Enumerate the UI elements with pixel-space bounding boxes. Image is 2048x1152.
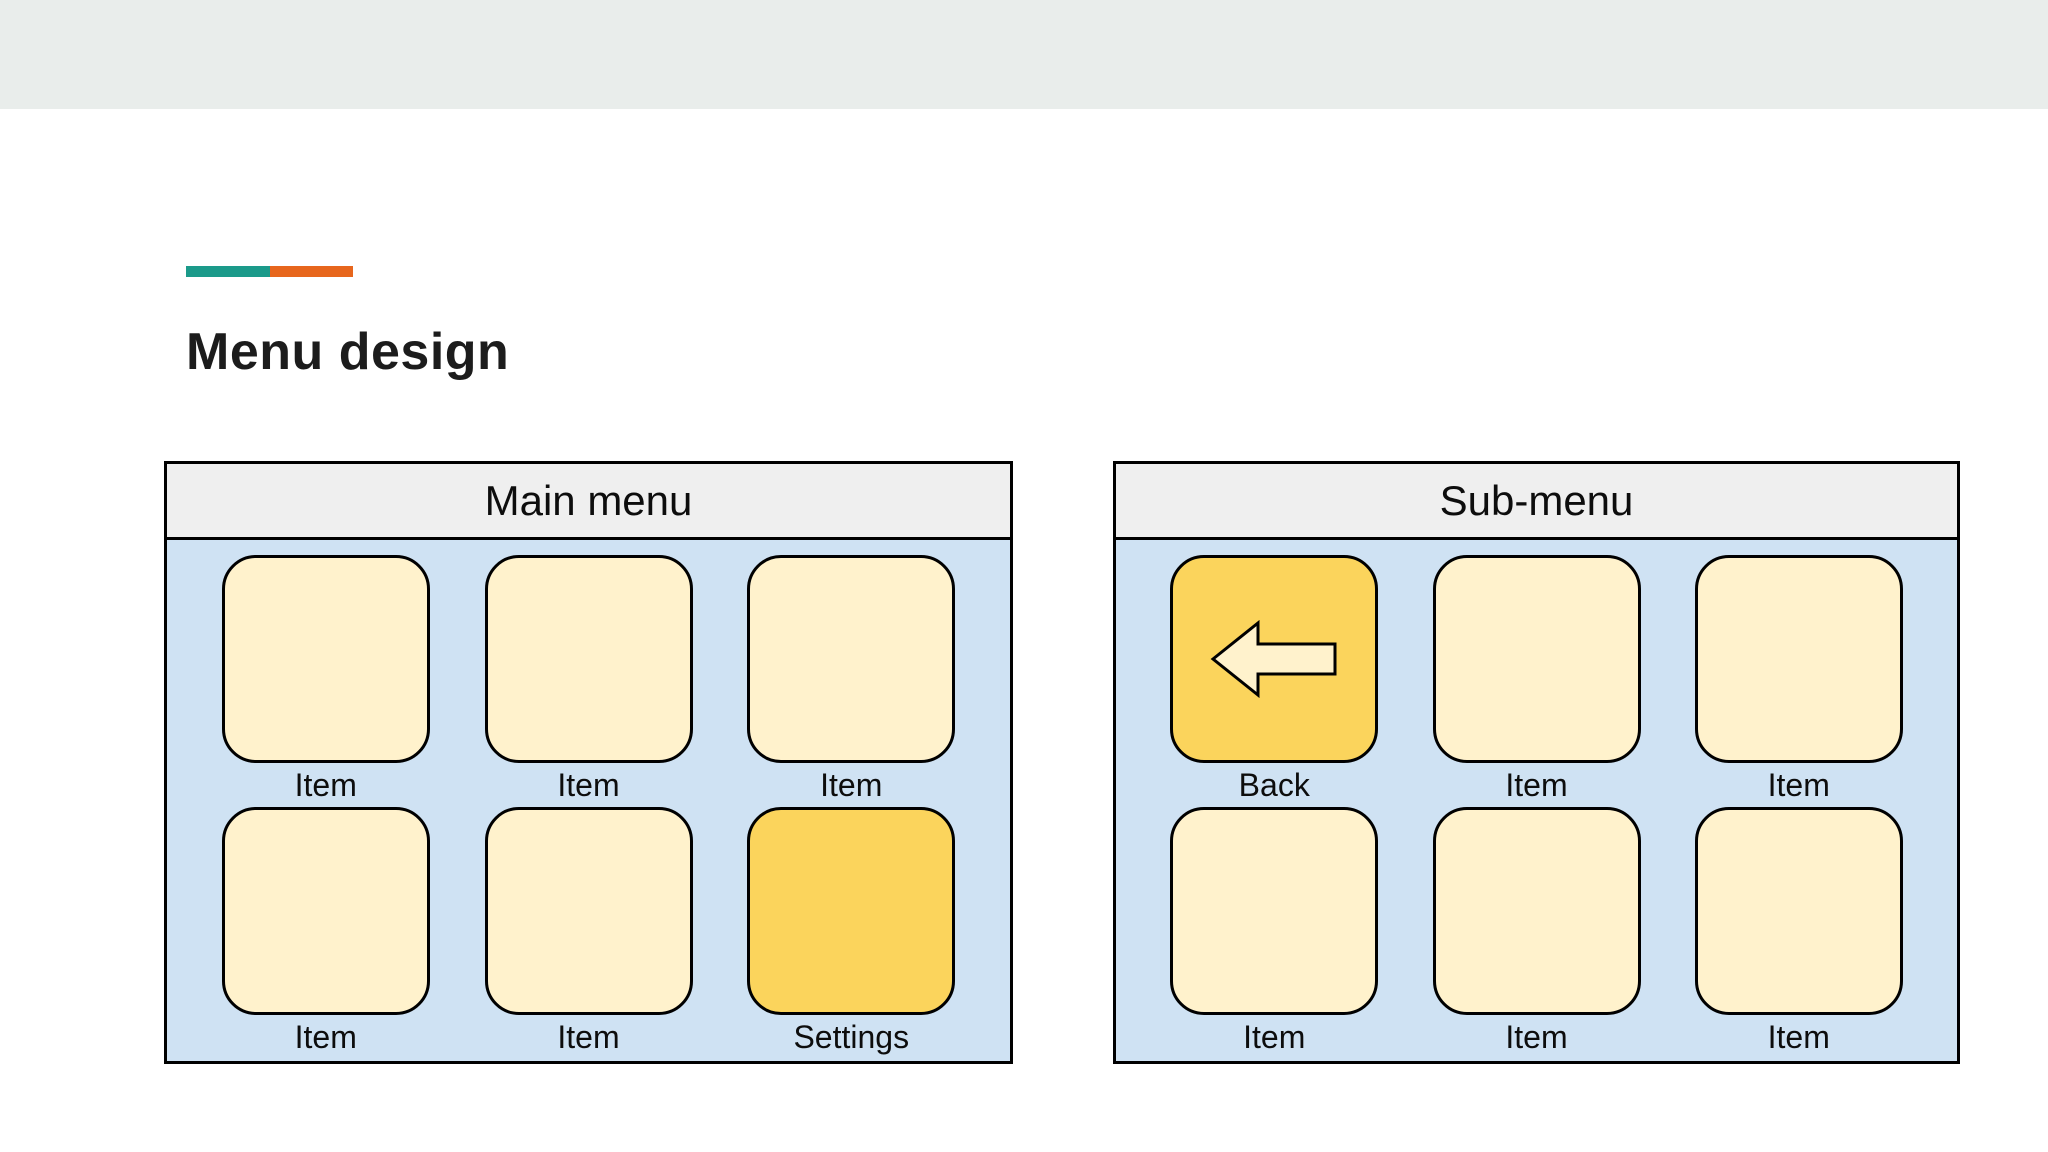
top-band [0, 0, 2048, 109]
accent-bar-teal-segment [186, 266, 270, 277]
menu-item-label: Item [820, 766, 883, 803]
main-menu-row-2: Item Item Settings [167, 807, 1010, 1059]
menu-item-label: Item [294, 1018, 357, 1055]
menu-item-tile[interactable] [221, 807, 430, 1015]
accent-bar [186, 266, 353, 277]
main-menu-body: Item Item Item Item Item Settings [167, 540, 1010, 1061]
menu-item-tile[interactable] [1694, 807, 1903, 1015]
sub-menu-row-1: Back Item Item [1116, 555, 1957, 807]
accent-bar-orange-segment [270, 266, 353, 277]
back-cell: Back [1170, 555, 1379, 807]
menu-item-cell: Item [1694, 555, 1903, 807]
back-tile[interactable] [1170, 555, 1379, 763]
menu-item-tile[interactable] [1432, 555, 1641, 763]
menu-item-cell: Item [484, 555, 693, 807]
menu-item-label: Item [1505, 1018, 1568, 1055]
menu-item-cell: Item [221, 555, 430, 807]
menu-item-label: Item [1243, 1018, 1306, 1055]
sub-menu-panel-header: Sub-menu [1116, 464, 1957, 540]
sub-menu-panel: Sub-menu Back Item Item [1113, 461, 1960, 1064]
menu-item-tile[interactable] [1170, 807, 1379, 1015]
main-menu-panel: Main menu Item Item Item Item I [164, 461, 1013, 1064]
menu-item-label: Item [1767, 766, 1830, 803]
menu-item-tile[interactable] [484, 555, 693, 763]
menu-item-cell: Item [1432, 555, 1641, 807]
back-label: Back [1238, 766, 1310, 803]
menu-item-tile[interactable] [1694, 555, 1903, 763]
menu-item-cell: Item [221, 807, 430, 1059]
menu-item-cell: Item [1694, 807, 1903, 1059]
menu-item-label: Item [294, 766, 357, 803]
menu-item-label: Item [1505, 766, 1568, 803]
menu-item-tile[interactable] [1432, 807, 1641, 1015]
page-title: Menu design [186, 323, 510, 381]
menu-item-tile[interactable] [484, 807, 693, 1015]
settings-label: Settings [793, 1018, 910, 1055]
menu-item-cell: Item [747, 555, 956, 807]
menu-item-label: Item [557, 1018, 620, 1055]
menu-item-cell: Item [1432, 807, 1641, 1059]
left-arrow-icon [1210, 620, 1338, 698]
main-menu-panel-header: Main menu [167, 464, 1010, 540]
settings-tile[interactable] [747, 807, 956, 1015]
menu-item-cell: Item [1170, 807, 1379, 1059]
sub-menu-body: Back Item Item Item Item Item [1116, 540, 1957, 1061]
menu-item-tile[interactable] [747, 555, 956, 763]
settings-cell: Settings [747, 807, 956, 1059]
main-menu-row-1: Item Item Item [167, 555, 1010, 807]
menu-item-tile[interactable] [221, 555, 430, 763]
main-menu-title: Main menu [484, 476, 693, 524]
menu-item-label: Item [1767, 1018, 1830, 1055]
sub-menu-row-2: Item Item Item [1116, 807, 1957, 1059]
menu-item-label: Item [557, 766, 620, 803]
menu-item-cell: Item [484, 807, 693, 1059]
sub-menu-title: Sub-menu [1439, 476, 1634, 524]
